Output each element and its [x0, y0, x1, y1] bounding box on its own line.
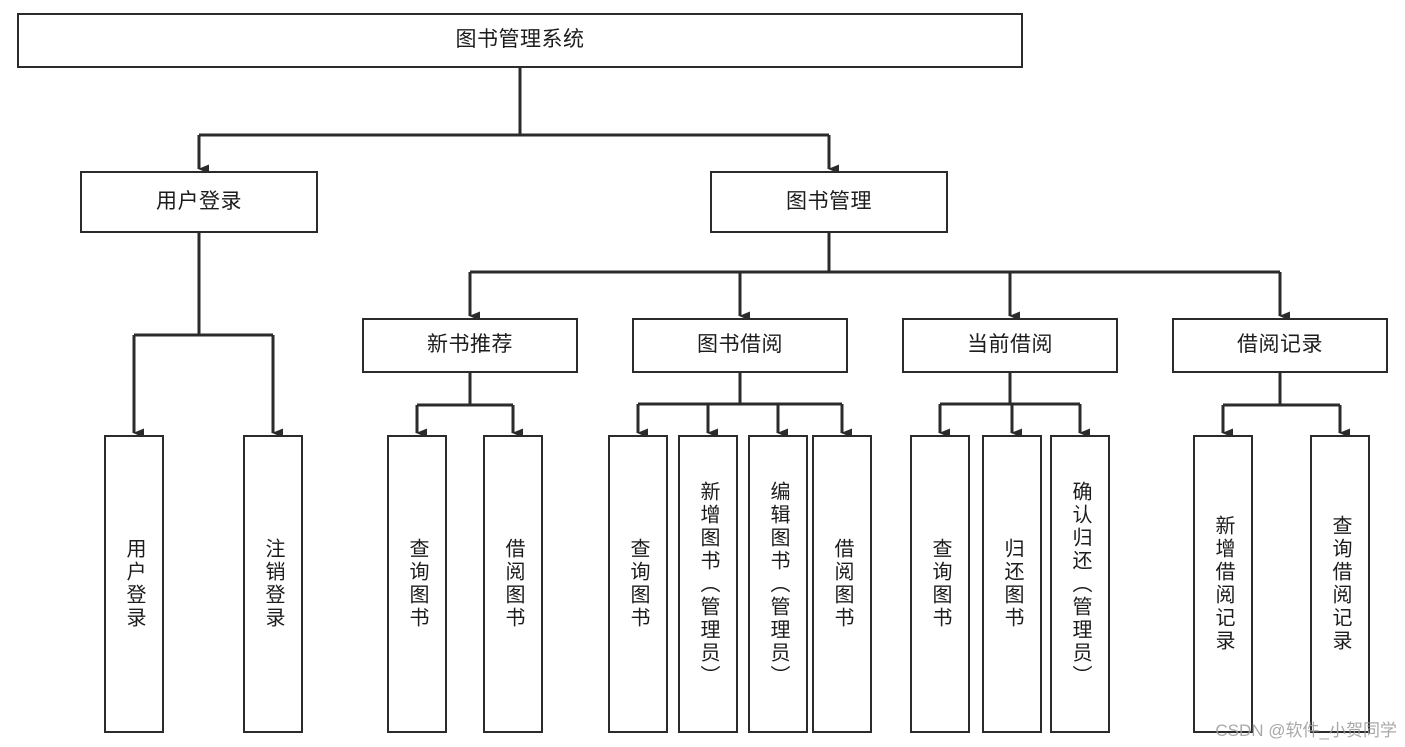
- node-label: 新书推荐: [427, 333, 513, 357]
- node-l-rec-add-record[interactable]: 新增借阅记录: [1193, 435, 1253, 733]
- node-root[interactable]: 图书管理系统: [17, 13, 1023, 68]
- node-l-rec-borrow-book[interactable]: 借阅图书: [483, 435, 543, 733]
- node-n-borrow-record[interactable]: 借阅记录: [1172, 318, 1388, 373]
- node-l-rec-query-record[interactable]: 查询借阅记录: [1310, 435, 1370, 733]
- node-n-current-borrow[interactable]: 当前借阅: [902, 318, 1118, 373]
- node-l-borrow-query-book[interactable]: 查询图书: [608, 435, 668, 733]
- node-label: 当前借阅: [967, 333, 1053, 357]
- node-l-cur-return-book[interactable]: 归还图书: [982, 435, 1042, 733]
- node-l-cur-query-book[interactable]: 查询图书: [910, 435, 970, 733]
- node-label: 查询图书: [406, 538, 428, 630]
- node-label: 图书借阅: [697, 333, 783, 357]
- node-n-book-manage[interactable]: 图书管理: [710, 171, 948, 233]
- node-n-new-book-rec[interactable]: 新书推荐: [362, 318, 578, 373]
- node-l-rec-query-book[interactable]: 查询图书: [387, 435, 447, 733]
- node-label: 归还图书: [1001, 538, 1023, 630]
- node-l-user-logout[interactable]: 注销登录: [243, 435, 303, 733]
- node-label: 查询借阅记录: [1329, 515, 1351, 653]
- node-label: 用户登录: [123, 538, 145, 630]
- node-label: 图书管理系统: [455, 28, 585, 52]
- node-label: 借阅图书: [831, 538, 853, 630]
- node-label: 查询图书: [627, 538, 649, 630]
- node-label: 注销登录: [262, 538, 284, 630]
- node-l-user-login[interactable]: 用户登录: [104, 435, 164, 733]
- node-label: 查询图书: [929, 538, 951, 630]
- edges: [132, 68, 1350, 438]
- node-l-borrow-add-book[interactable]: 新增图书（管理员）: [678, 435, 738, 733]
- node-label: 借阅记录: [1237, 333, 1323, 357]
- node-label: 新增借阅记录: [1212, 515, 1234, 653]
- node-label: 用户登录: [156, 189, 242, 213]
- node-l-cur-confirm-return[interactable]: 确认归还（管理员）: [1050, 435, 1110, 733]
- node-label: 图书管理: [786, 189, 872, 213]
- node-label: 借阅图书: [502, 538, 524, 630]
- node-label: 新增图书（管理员）: [697, 480, 719, 688]
- node-l-borrow-borrow-book[interactable]: 借阅图书: [812, 435, 872, 733]
- node-n-book-borrow[interactable]: 图书借阅: [632, 318, 848, 373]
- node-label: 编辑图书（管理员）: [767, 480, 789, 688]
- node-n-user-login[interactable]: 用户登录: [80, 171, 318, 233]
- node-label: 确认归还（管理员）: [1069, 480, 1091, 688]
- node-l-borrow-edit-book[interactable]: 编辑图书（管理员）: [748, 435, 808, 733]
- watermark-text: CSDN @软件_小贺同学: [1215, 721, 1397, 740]
